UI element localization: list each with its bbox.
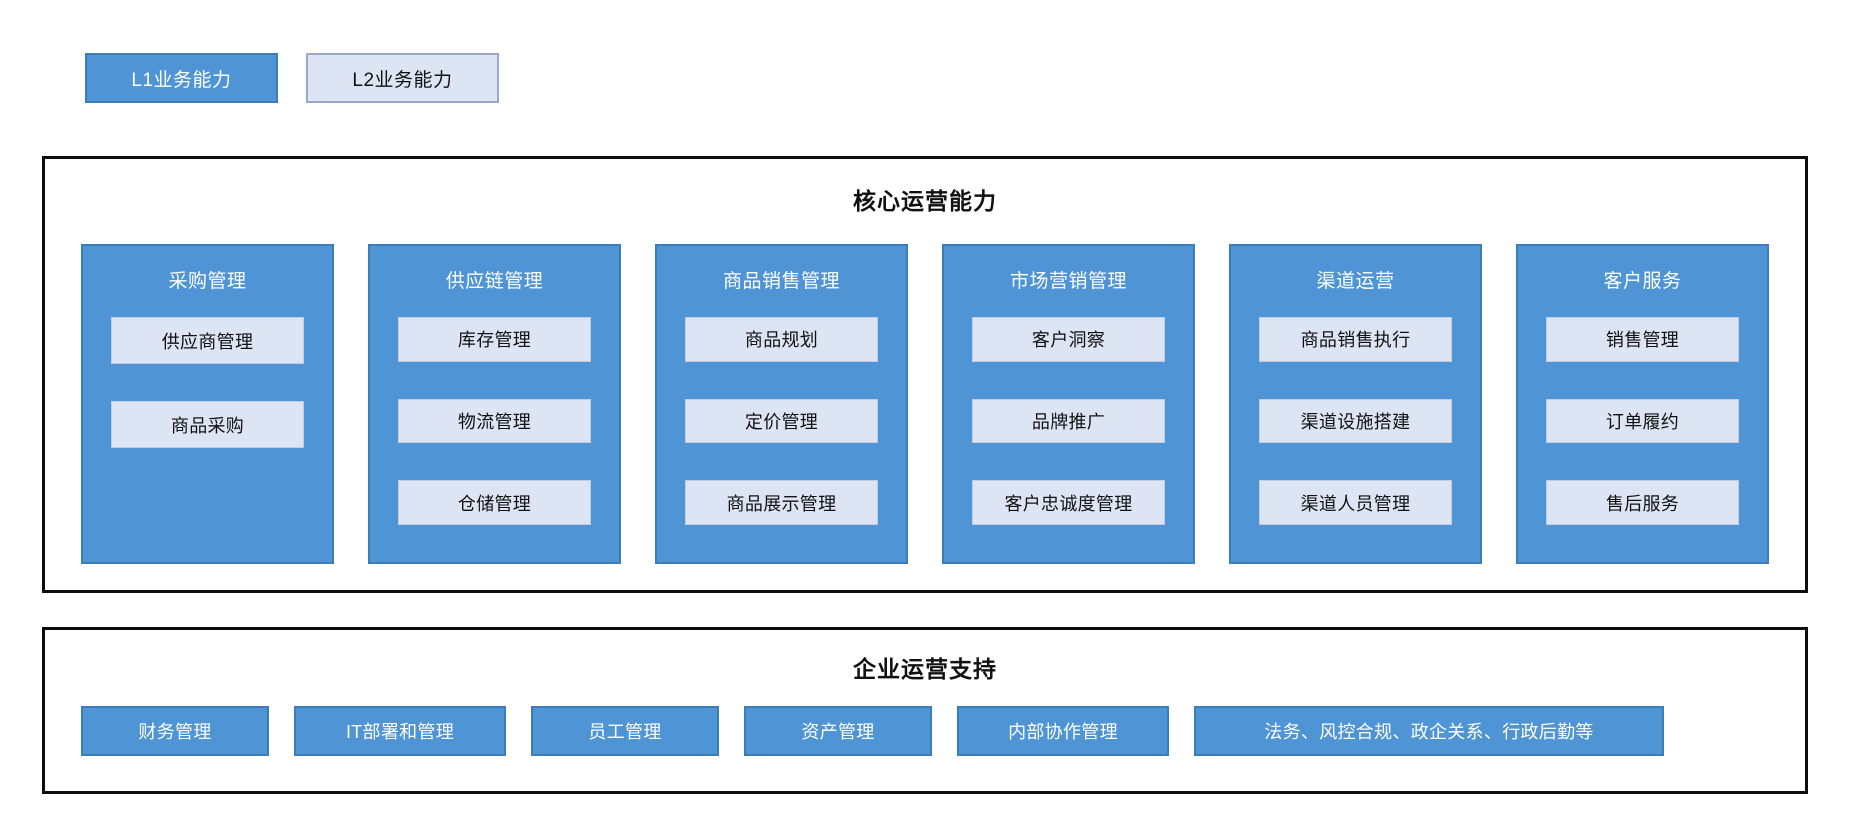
capability-item[interactable]: 物流管理 [398,398,591,444]
legend-l2-box: L2业务能力 [306,53,499,103]
support-item-legal-risk-gov-admin[interactable]: 法务、风控合规、政企关系、行政后勤等 [1194,706,1664,756]
column-title: 供应链管理 [445,271,544,292]
capability-column-supply-chain[interactable]: 供应链管理 库存管理 物流管理 仓储管理 [368,244,621,564]
capability-column-marketing[interactable]: 市场营销管理 客户洞察 品牌推广 客户忠诚度管理 [942,244,1195,564]
capability-item[interactable]: 品牌推广 [972,398,1165,444]
legend-l1-box: L1业务能力 [85,53,278,103]
column-title: 渠道运营 [1316,271,1395,292]
support-capability-row: 财务管理 IT部署和管理 员工管理 资产管理 内部协作管理 法务、风控合规、政企… [45,706,1805,756]
capability-item[interactable]: 销售管理 [1546,317,1739,362]
capability-item[interactable]: 库存管理 [398,317,591,362]
capability-column-merchandise-sales[interactable]: 商品销售管理 商品规划 定价管理 商品展示管理 [655,244,908,564]
column-title: 采购管理 [168,271,247,292]
column-title: 商品销售管理 [722,271,840,292]
capability-item[interactable]: 定价管理 [685,398,878,444]
support-item-asset[interactable]: 资产管理 [744,706,932,756]
support-section-title: 企业运营支持 [853,656,997,682]
capability-item[interactable]: 渠道设施搭建 [1259,398,1452,444]
capability-item[interactable]: 仓储管理 [398,480,591,526]
legend-l2-label: L2业务能力 [352,69,453,91]
column-title: 市场营销管理 [1009,271,1127,292]
support-item-internal-collaboration[interactable]: 内部协作管理 [957,706,1169,756]
core-capability-columns: 采购管理 供应商管理 商品采购 供应链管理 库存管理 物流管理 仓储管理 商品销… [45,244,1805,564]
capability-item[interactable]: 供应商管理 [111,317,304,364]
core-operations-panel: 核心运营能力 采购管理 供应商管理 商品采购 供应链管理 库存管理 物流管理 仓… [42,156,1808,593]
capability-item[interactable]: 商品销售执行 [1259,317,1452,362]
capability-item[interactable]: 客户洞察 [972,317,1165,362]
capability-column-channel-operations[interactable]: 渠道运营 商品销售执行 渠道设施搭建 渠道人员管理 [1229,244,1482,564]
support-item-it[interactable]: IT部署和管理 [294,706,506,756]
capability-item[interactable]: 商品规划 [685,317,878,362]
capability-item[interactable]: 售后服务 [1546,480,1739,526]
legend: L1业务能力 L2业务能力 [85,53,499,103]
core-section-title: 核心运营能力 [853,188,997,214]
capability-item[interactable]: 商品展示管理 [685,480,878,526]
capability-column-procurement[interactable]: 采购管理 供应商管理 商品采购 [81,244,334,564]
capability-column-customer-service[interactable]: 客户服务 销售管理 订单履约 售后服务 [1516,244,1769,564]
support-item-employee[interactable]: 员工管理 [531,706,719,756]
column-title: 客户服务 [1603,271,1682,292]
support-item-finance[interactable]: 财务管理 [81,706,269,756]
capability-item[interactable]: 客户忠诚度管理 [972,480,1165,526]
enterprise-support-panel: 企业运营支持 财务管理 IT部署和管理 员工管理 资产管理 内部协作管理 法务、… [42,627,1808,794]
legend-l1-label: L1业务能力 [131,69,232,91]
capability-item[interactable]: 订单履约 [1546,398,1739,444]
capability-item[interactable]: 商品采购 [111,401,304,448]
capability-item[interactable]: 渠道人员管理 [1259,480,1452,526]
